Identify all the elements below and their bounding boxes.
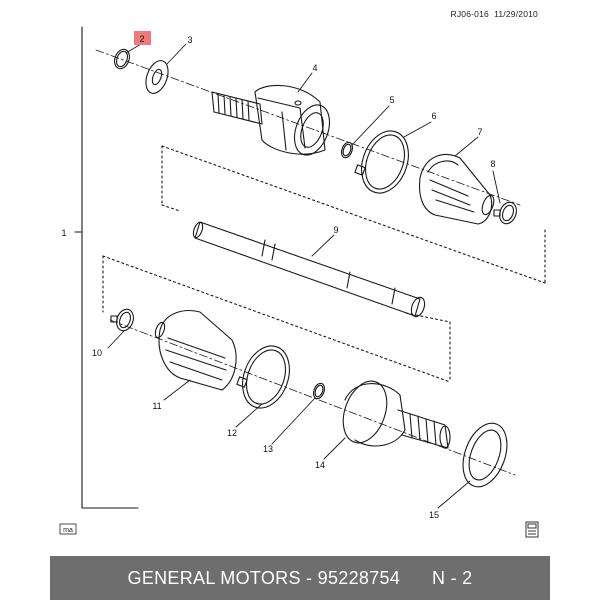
part-5-retaining-ring xyxy=(341,141,353,159)
callout-4: 4 xyxy=(312,63,317,73)
part-8-small-clamp xyxy=(493,201,517,225)
part-11-boot xyxy=(154,310,237,391)
callout-8: 8 xyxy=(490,159,495,169)
ma-mark: ma xyxy=(63,527,73,534)
part-3-washer xyxy=(145,60,169,94)
part-9-shaft xyxy=(192,221,426,318)
callout-5: 5 xyxy=(389,95,394,105)
part-4-inner-joint-housing xyxy=(211,84,331,156)
doc-date: 11/29/2010 xyxy=(494,9,538,19)
doc-id-label: RJ06-016 11/29/2010 xyxy=(450,9,538,19)
callout-2: 2 xyxy=(139,34,144,44)
callout-10: 10 xyxy=(92,348,102,358)
ma-mark-box xyxy=(59,523,77,535)
doc-id: RJ06-016 xyxy=(450,9,489,19)
callout-9: 9 xyxy=(333,225,338,235)
footer-part-number: 95228754 xyxy=(317,567,401,588)
callout-13: 13 xyxy=(263,444,273,454)
part-footer: GENERAL MOTORS - 95228754 N - 2 xyxy=(50,556,550,600)
callout-11: 11 xyxy=(152,401,161,411)
document-icon xyxy=(525,521,539,538)
callout-6: 6 xyxy=(431,111,436,121)
callout-12: 12 xyxy=(227,428,237,438)
callout-3: 3 xyxy=(187,35,192,45)
part-14-outer-joint xyxy=(342,380,451,449)
part-15-seal xyxy=(462,422,508,488)
callout-14: 14 xyxy=(315,460,325,470)
part-6-clamp xyxy=(354,130,409,194)
assembly-bracket xyxy=(81,26,139,509)
callout-1: 1 xyxy=(61,228,66,238)
callout-7: 7 xyxy=(477,127,482,137)
footer-position: N - 2 xyxy=(431,567,473,588)
callout-15: 15 xyxy=(429,510,439,520)
part-7-boot xyxy=(418,153,495,225)
part-13-retaining-ring xyxy=(313,382,325,400)
callout-2-highlight xyxy=(134,31,151,45)
leader-lines xyxy=(107,43,501,509)
part-10-small-clamp xyxy=(110,308,134,332)
part-2-snap-ring xyxy=(114,48,130,70)
part-12-clamp xyxy=(236,345,290,409)
footer-brand: GENERAL MOTORS xyxy=(127,567,301,588)
